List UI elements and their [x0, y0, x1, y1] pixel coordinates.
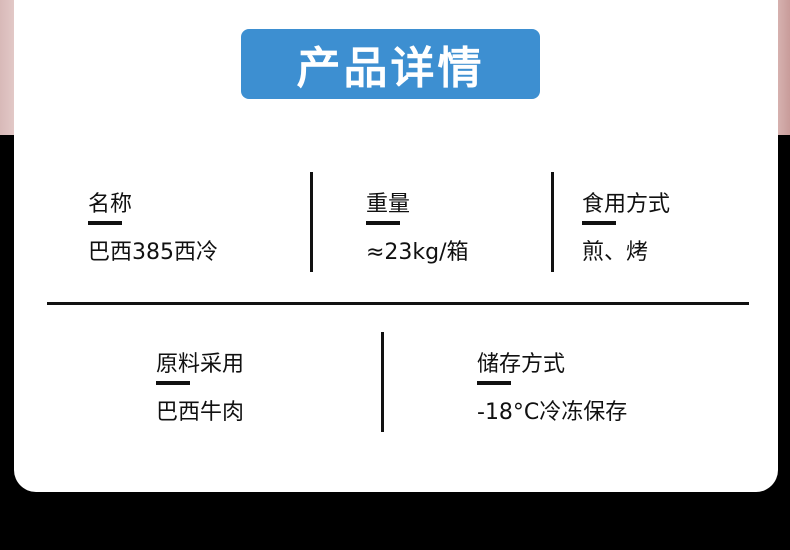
label-underline	[156, 381, 190, 385]
label-underline	[477, 381, 511, 385]
field-storage-method: 储存方式 -18°C冷冻保存	[477, 351, 627, 427]
column-divider	[381, 332, 384, 432]
field-value: 巴西385西冷	[88, 240, 218, 265]
field-value: 巴西牛肉	[156, 400, 245, 425]
field-label: 名称	[88, 192, 133, 217]
field-label: 储存方式	[477, 352, 566, 377]
field-label: 食用方式	[582, 192, 671, 217]
label-underline	[366, 221, 400, 225]
field-value: -18°C冷冻保存	[477, 400, 628, 425]
field-raw-material: 原料采用 巴西牛肉	[156, 351, 244, 427]
field-label: 原料采用	[156, 352, 245, 377]
field-label: 重量	[366, 192, 411, 217]
label-underline	[88, 221, 122, 225]
field-cooking-method: 食用方式 煎、烤	[582, 191, 670, 267]
label-underline	[582, 221, 616, 225]
field-weight: 重量 ≈23kg/箱	[366, 191, 469, 267]
field-value: 煎、烤	[582, 240, 649, 265]
page-title: 产品详情	[241, 29, 540, 99]
column-divider	[310, 172, 313, 272]
field-name: 名称 巴西385西冷	[88, 191, 218, 267]
row-divider	[47, 302, 749, 305]
field-value: ≈23kg/箱	[366, 240, 469, 265]
column-divider	[551, 172, 554, 272]
